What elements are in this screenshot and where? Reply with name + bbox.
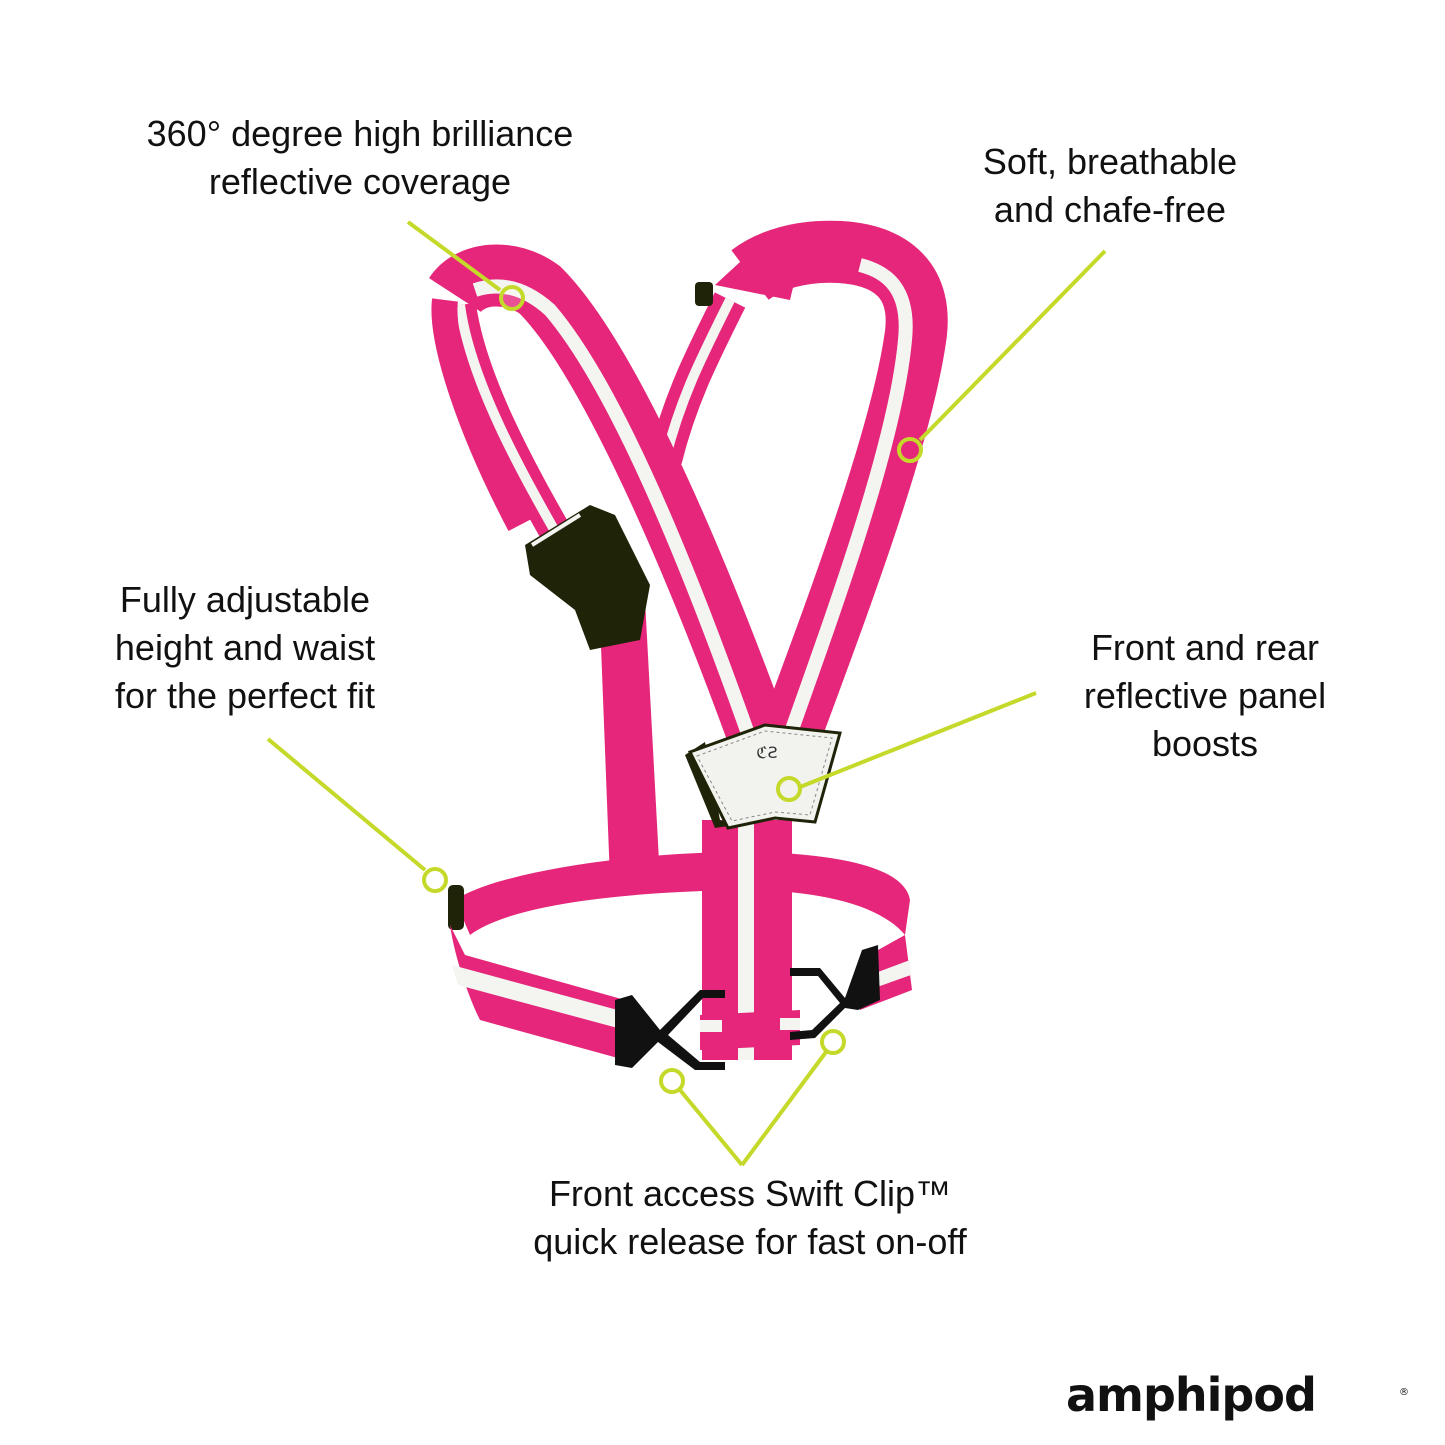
callout-coverage: 360° degree high brilliance reflective c… <box>100 110 620 206</box>
callout-lines <box>266 220 1107 1167</box>
callout-soft-line-1: Soft, breathable <box>982 141 1238 182</box>
brand-logo: amphipod ® <box>1066 1370 1416 1420</box>
callout-adjustable-line-3: for the perfect fit <box>114 675 376 716</box>
callout-panel-line-3: boosts <box>1151 723 1259 764</box>
swift-clip-left <box>615 990 725 1070</box>
slider-buckle <box>525 505 650 650</box>
callout-panel-line-1: Front and rear <box>1090 627 1320 668</box>
callout-clip-line-2: quick release for fast on-off <box>533 1221 967 1262</box>
callout-panel-line-2: reflective panel <box>1083 675 1327 716</box>
callout-swift-clip: Front access Swift Clip™ quick release f… <box>480 1170 1020 1266</box>
waist-belt-back <box>448 851 910 935</box>
callout-panel: Front and rear reflective panel boosts <box>1040 624 1370 768</box>
callout-adjustable-line-1: Fully adjustable <box>119 579 371 620</box>
brand-logo-text: amphipod <box>1066 1368 1317 1422</box>
callout-adjustable-line-2: height and waist <box>114 627 376 668</box>
callout-coverage-line-2: reflective coverage <box>208 161 512 202</box>
callout-clip-line-1: Front access Swift Clip™ <box>548 1173 952 1214</box>
callout-soft: Soft, breathable and chafe-free <box>940 138 1280 234</box>
registered-mark: ® <box>1399 1387 1409 1398</box>
left-back-strap <box>444 302 574 548</box>
panel-logo-icon: ℭƧ <box>756 743 777 762</box>
reflective-panel: ℭƧ <box>685 723 842 830</box>
back-vertical-strap <box>600 600 660 880</box>
callout-coverage-line-1: 360° degree high brilliance <box>146 113 574 154</box>
swift-clip-right <box>790 945 880 1040</box>
callout-adjustable: Fully adjustable height and waist for th… <box>70 576 420 720</box>
callout-soft-line-2: and chafe-free <box>993 189 1227 230</box>
right-front-strap <box>731 220 948 746</box>
